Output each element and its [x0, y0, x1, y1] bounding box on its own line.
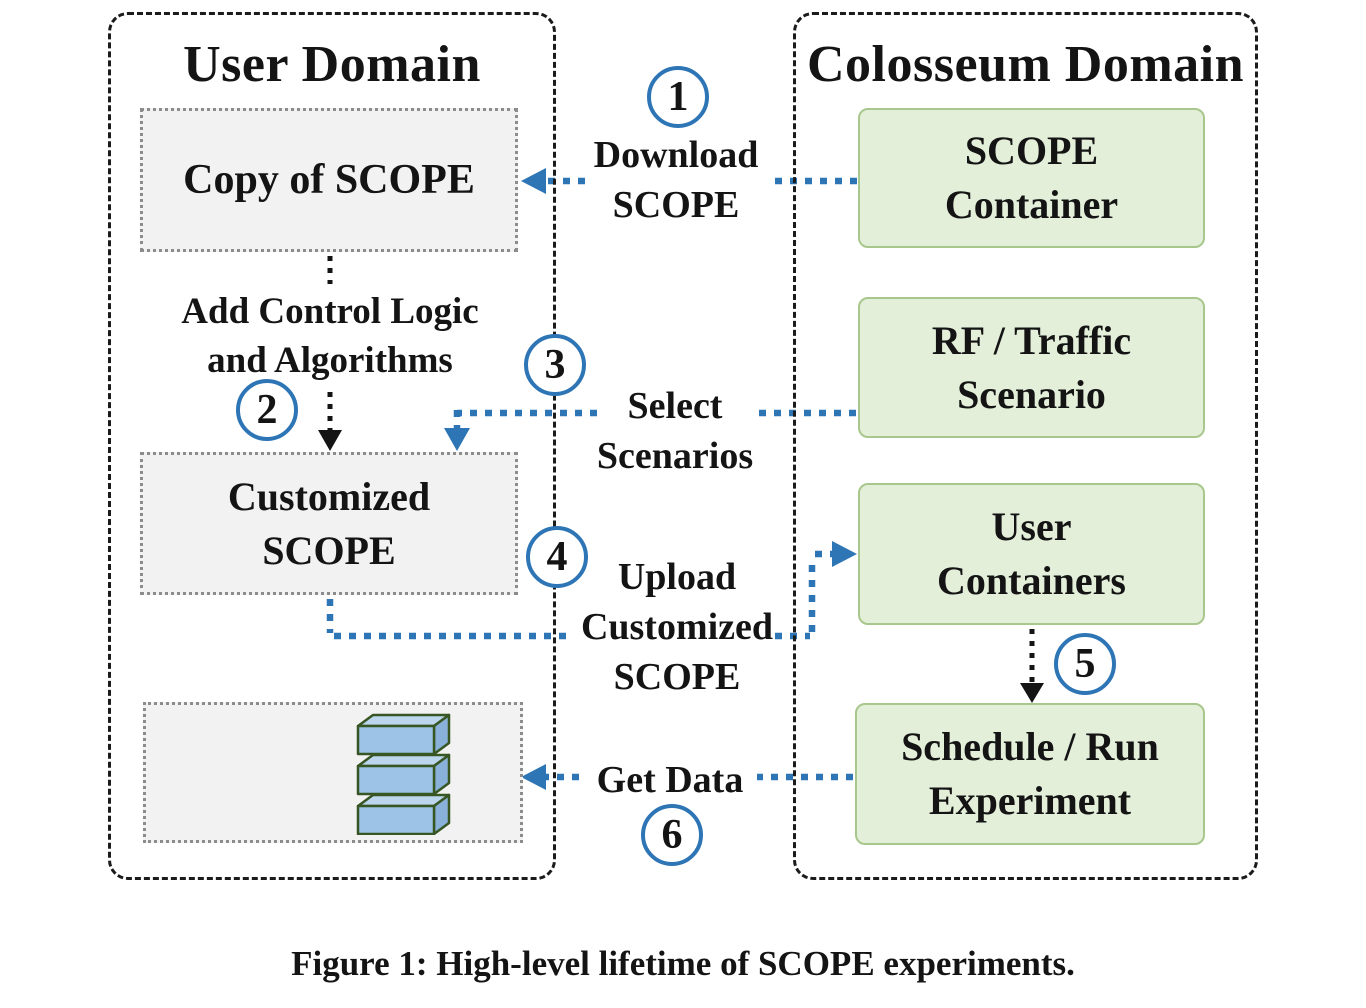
step-4-number: 4 — [546, 534, 568, 580]
download-scope-label: Download SCOPE — [594, 130, 759, 230]
step-2-badge: 2 — [236, 379, 298, 441]
step-6-number: 6 — [661, 812, 683, 858]
user-domain-box: User Domain — [108, 12, 556, 880]
add-control-logic-label: Add Control Logic and Algorithms — [181, 288, 478, 386]
upload-scope-label-line3: SCOPE — [613, 656, 741, 699]
customized-scope-label-line2: SCOPE — [262, 527, 396, 573]
user-domain-title: User Domain — [183, 36, 481, 93]
colosseum-domain-box: Colosseum Domain — [793, 12, 1258, 880]
rf-traffic-label-line2: Scenario — [957, 371, 1106, 417]
user-containers-box: User Containers — [858, 483, 1205, 625]
step-5-badge: 5 — [1054, 633, 1116, 695]
scope-container-label-line1: SCOPE — [964, 128, 1099, 173]
download-scope-label-line1: Download — [593, 134, 759, 176]
figure-caption: Figure 1: High-level lifetime of SCOPE e… — [291, 944, 1075, 983]
get-data-label-line1: Get Data — [596, 759, 744, 801]
select-scenarios-label-line1: Select — [627, 385, 723, 427]
rf-traffic-label-line1: RF / Traffic — [931, 317, 1132, 363]
customized-scope-box: Customized SCOPE — [140, 452, 518, 595]
customized-scope-label-line1: Customized — [227, 473, 431, 519]
add-control-logic-label-line2: and Algorithms — [207, 339, 453, 381]
step-6-badge: 6 — [641, 804, 703, 866]
rf-traffic-scenario-box: RF / Traffic Scenario — [858, 297, 1205, 438]
select-scenarios-label-line2: Scenarios — [596, 435, 754, 478]
data-store-box — [143, 702, 523, 843]
step-1-number: 1 — [667, 74, 689, 120]
get-data-label: Get Data — [597, 755, 744, 805]
colosseum-domain-title: Colosseum Domain — [806, 36, 1245, 93]
copy-of-scope-box: Copy of SCOPE — [140, 108, 518, 252]
upload-scope-label-line1: Upload — [617, 556, 737, 598]
user-containers-label-line1: User — [991, 504, 1072, 549]
schedule-run-label-line1: Schedule / Run — [901, 724, 1159, 769]
upload-scope-label-line2: Customized — [580, 606, 774, 649]
step-4-badge: 4 — [526, 526, 588, 588]
schedule-run-label-line2: Experiment — [928, 778, 1132, 823]
database-stack-icon — [356, 713, 451, 835]
step-3-badge: 3 — [524, 334, 586, 396]
schedule-run-experiment-box: Schedule / Run Experiment — [855, 703, 1205, 845]
step-5-number: 5 — [1074, 641, 1096, 687]
scope-container-label-line2: Container — [944, 182, 1119, 227]
upload-customized-scope-label: Upload Customized SCOPE — [581, 552, 773, 702]
download-scope-label-line2: SCOPE — [612, 184, 740, 227]
copy-of-scope-label: Copy of SCOPE — [183, 156, 475, 203]
step-3-number: 3 — [544, 342, 566, 388]
user-containers-label-line2: Containers — [937, 558, 1126, 603]
select-scenarios-label: Select Scenarios — [597, 381, 753, 481]
add-control-logic-label-line1: Add Control Logic — [181, 291, 479, 332]
scope-container-box: SCOPE Container — [858, 108, 1205, 248]
step-1-badge: 1 — [647, 66, 709, 128]
step-2-number: 2 — [256, 387, 278, 433]
